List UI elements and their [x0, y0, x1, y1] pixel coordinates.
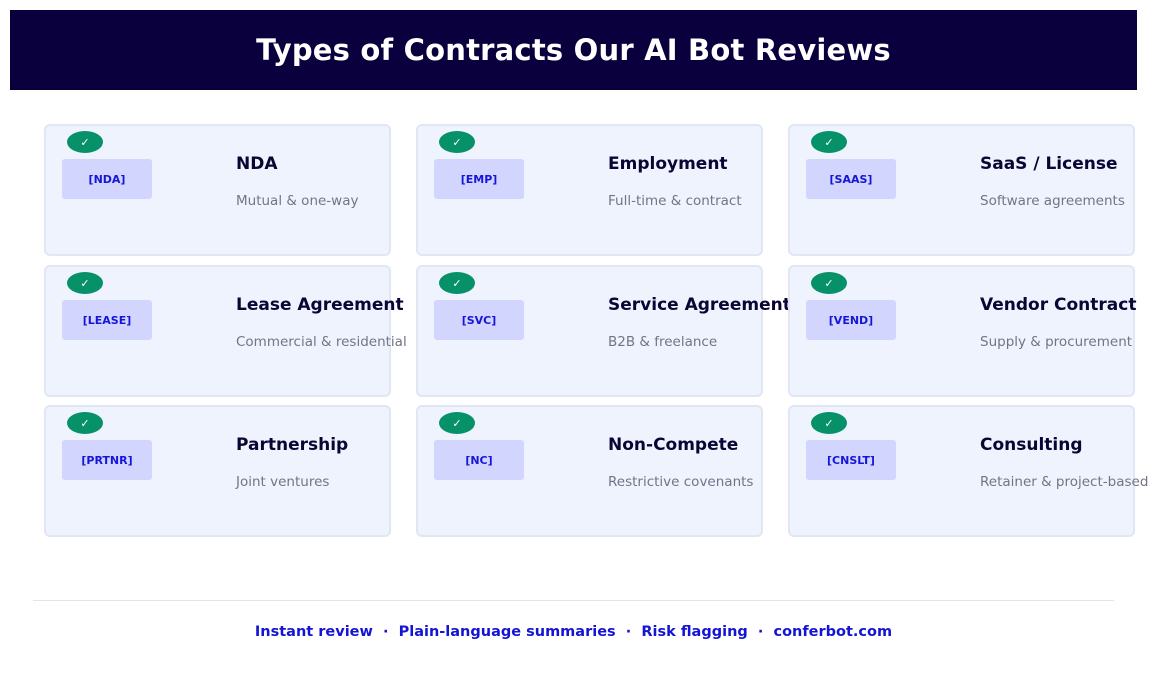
check-circle-icon: ✓ [811, 412, 847, 434]
contract-card-nda: ✓ [NDA] NDA Mutual & one-way [44, 124, 391, 256]
contract-tag: [EMP] [434, 159, 524, 199]
contract-tag: [CNSLT] [806, 440, 896, 480]
contract-card-consulting: ✓ [CNSLT] Consulting Retainer & project-… [788, 405, 1148, 537]
contract-title: Vendor Contract [980, 295, 1137, 315]
contract-subtitle: Restrictive covenants [608, 474, 754, 490]
contract-title: Employment [608, 154, 728, 174]
contract-card-employment: ✓ [EMP] Employment Full-time & contract [416, 124, 763, 256]
check-circle-icon: ✓ [439, 131, 475, 153]
contract-title: SaaS / License [980, 154, 1118, 174]
contract-tag: [NC] [434, 440, 524, 480]
contract-title: NDA [236, 154, 278, 174]
contract-card-service: ✓ [SVC] Service Agreement B2B & freelanc… [416, 265, 791, 397]
contract-title: Non-Compete [608, 435, 739, 455]
check-circle-icon: ✓ [811, 272, 847, 294]
contract-subtitle: Joint ventures [236, 474, 330, 490]
page-title: Types of Contracts Our AI Bot Reviews [256, 33, 891, 67]
contract-tag: [NDA] [62, 159, 152, 199]
contract-subtitle: Supply & procurement [980, 334, 1133, 350]
contract-title: Service Agreement [608, 295, 791, 315]
contract-subtitle: Commercial & residential [236, 334, 407, 350]
contract-subtitle: Full-time & contract [608, 193, 742, 209]
contract-tag: [LEASE] [62, 300, 152, 340]
check-circle-icon: ✓ [67, 272, 103, 294]
header-banner: Types of Contracts Our AI Bot Reviews [10, 10, 1137, 90]
contract-tag: [PRTNR] [62, 440, 152, 480]
contract-tag: [VEND] [806, 300, 896, 340]
contract-subtitle: Software agreements [980, 193, 1125, 209]
contract-subtitle: B2B & freelance [608, 334, 718, 350]
contract-subtitle: Mutual & one-way [236, 193, 359, 209]
contract-title: Lease Agreement [236, 295, 404, 315]
check-circle-icon: ✓ [811, 131, 847, 153]
contract-card-lease: ✓ [LEASE] Lease Agreement Commercial & r… [44, 265, 407, 397]
contract-card-non-compete: ✓ [NC] Non-Compete Restrictive covenants [416, 405, 763, 537]
contract-card-saas: ✓ [SAAS] SaaS / License Software agreeme… [788, 124, 1135, 256]
divider [33, 600, 1114, 601]
contract-title: Partnership [236, 435, 349, 455]
check-circle-icon: ✓ [67, 131, 103, 153]
contract-card-partnership: ✓ [PRTNR] Partnership Joint ventures [44, 405, 391, 537]
contract-tag: [SAAS] [806, 159, 896, 199]
check-circle-icon: ✓ [67, 412, 103, 434]
footer-tagline: Instant review · Plain-language summarie… [254, 624, 893, 640]
check-circle-icon: ✓ [439, 272, 475, 294]
contract-title: Consulting [980, 435, 1083, 455]
check-circle-icon: ✓ [439, 412, 475, 434]
contract-card-vendor: ✓ [VEND] Vendor Contract Supply & procur… [788, 265, 1137, 397]
contract-subtitle: Retainer & project-based [980, 474, 1149, 490]
contract-tag: [SVC] [434, 300, 524, 340]
